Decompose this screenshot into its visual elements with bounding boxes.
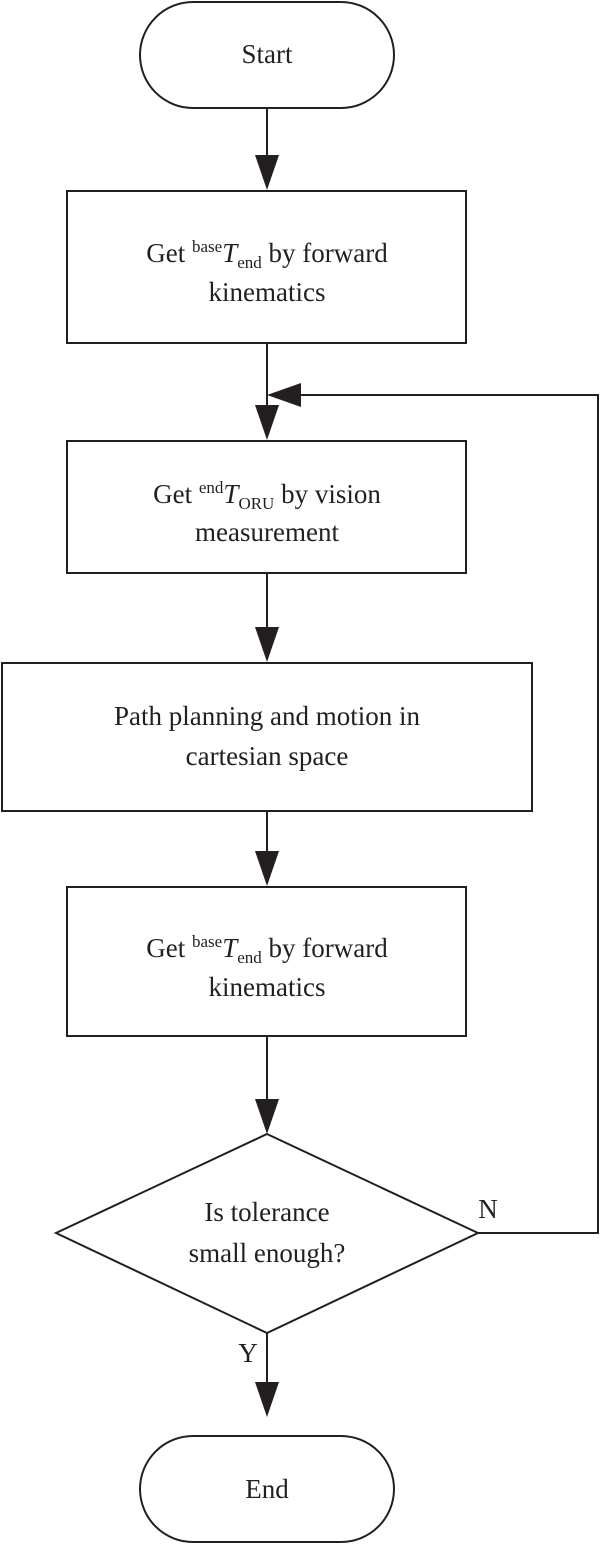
start-terminal: Start: [139, 1, 395, 109]
edge-loop-back: [301, 394, 599, 1234]
arrowhead-end: [255, 1382, 279, 1417]
step1-line2: kinematics: [209, 277, 326, 307]
process-step-2: Get endTORU by vision measurement: [66, 440, 467, 574]
arrowhead-loop: [267, 383, 301, 407]
arrowhead-step1: [255, 155, 279, 190]
step2-superscript: end: [199, 478, 224, 497]
step4-subscript: end: [237, 948, 262, 967]
step2-line1: Get endTORU by vision: [153, 478, 381, 513]
step4-prefix: Get: [146, 933, 192, 963]
step2-prefix: Get: [153, 479, 199, 509]
arrowhead-step4: [255, 851, 279, 886]
end-label: End: [245, 1474, 289, 1504]
step4-superscript: base: [192, 932, 222, 951]
step1-prefix: Get: [146, 238, 192, 268]
step4-symbol: T: [222, 933, 239, 963]
arrowhead-decision: [255, 1099, 279, 1134]
start-label: Start: [242, 39, 293, 69]
process-step-4: Get baseTend by forward kinematics: [66, 886, 467, 1037]
step2-subscript: ORU: [238, 494, 274, 513]
decision-node: Is tolerance small enough? N Y: [53, 1132, 498, 1368]
no-branch-label: N: [478, 1194, 498, 1224]
arrowhead-step3: [255, 627, 279, 662]
step2-symbol: T: [223, 479, 240, 509]
arrowhead-step2: [255, 405, 279, 440]
process-step-3: Path planning and motion in cartesian sp…: [1, 662, 533, 812]
step2-suffix: by vision: [274, 479, 381, 509]
step3-line1: Path planning and motion in: [114, 701, 420, 731]
step2-line2: measurement: [195, 517, 339, 547]
step4-line2: kinematics: [209, 972, 326, 1002]
step1-subscript: end: [237, 253, 262, 272]
step1-superscript: base: [192, 237, 222, 256]
step4-suffix: by forward: [262, 933, 388, 963]
step1-line1: Get baseTend by forward: [146, 237, 388, 272]
step1-suffix: by forward: [262, 238, 388, 268]
decision-line1: Is tolerance: [204, 1197, 329, 1227]
connectors: [255, 108, 599, 1417]
end-terminal: End: [139, 1435, 395, 1543]
yes-branch-label: Y: [238, 1338, 258, 1368]
decision-line2: small enough?: [189, 1238, 346, 1268]
step3-line2: cartesian space: [186, 741, 349, 771]
step4-line1: Get baseTend by forward: [146, 932, 388, 967]
process-step-1: Get baseTend by forward kinematics: [66, 190, 467, 344]
step1-symbol: T: [222, 238, 239, 268]
